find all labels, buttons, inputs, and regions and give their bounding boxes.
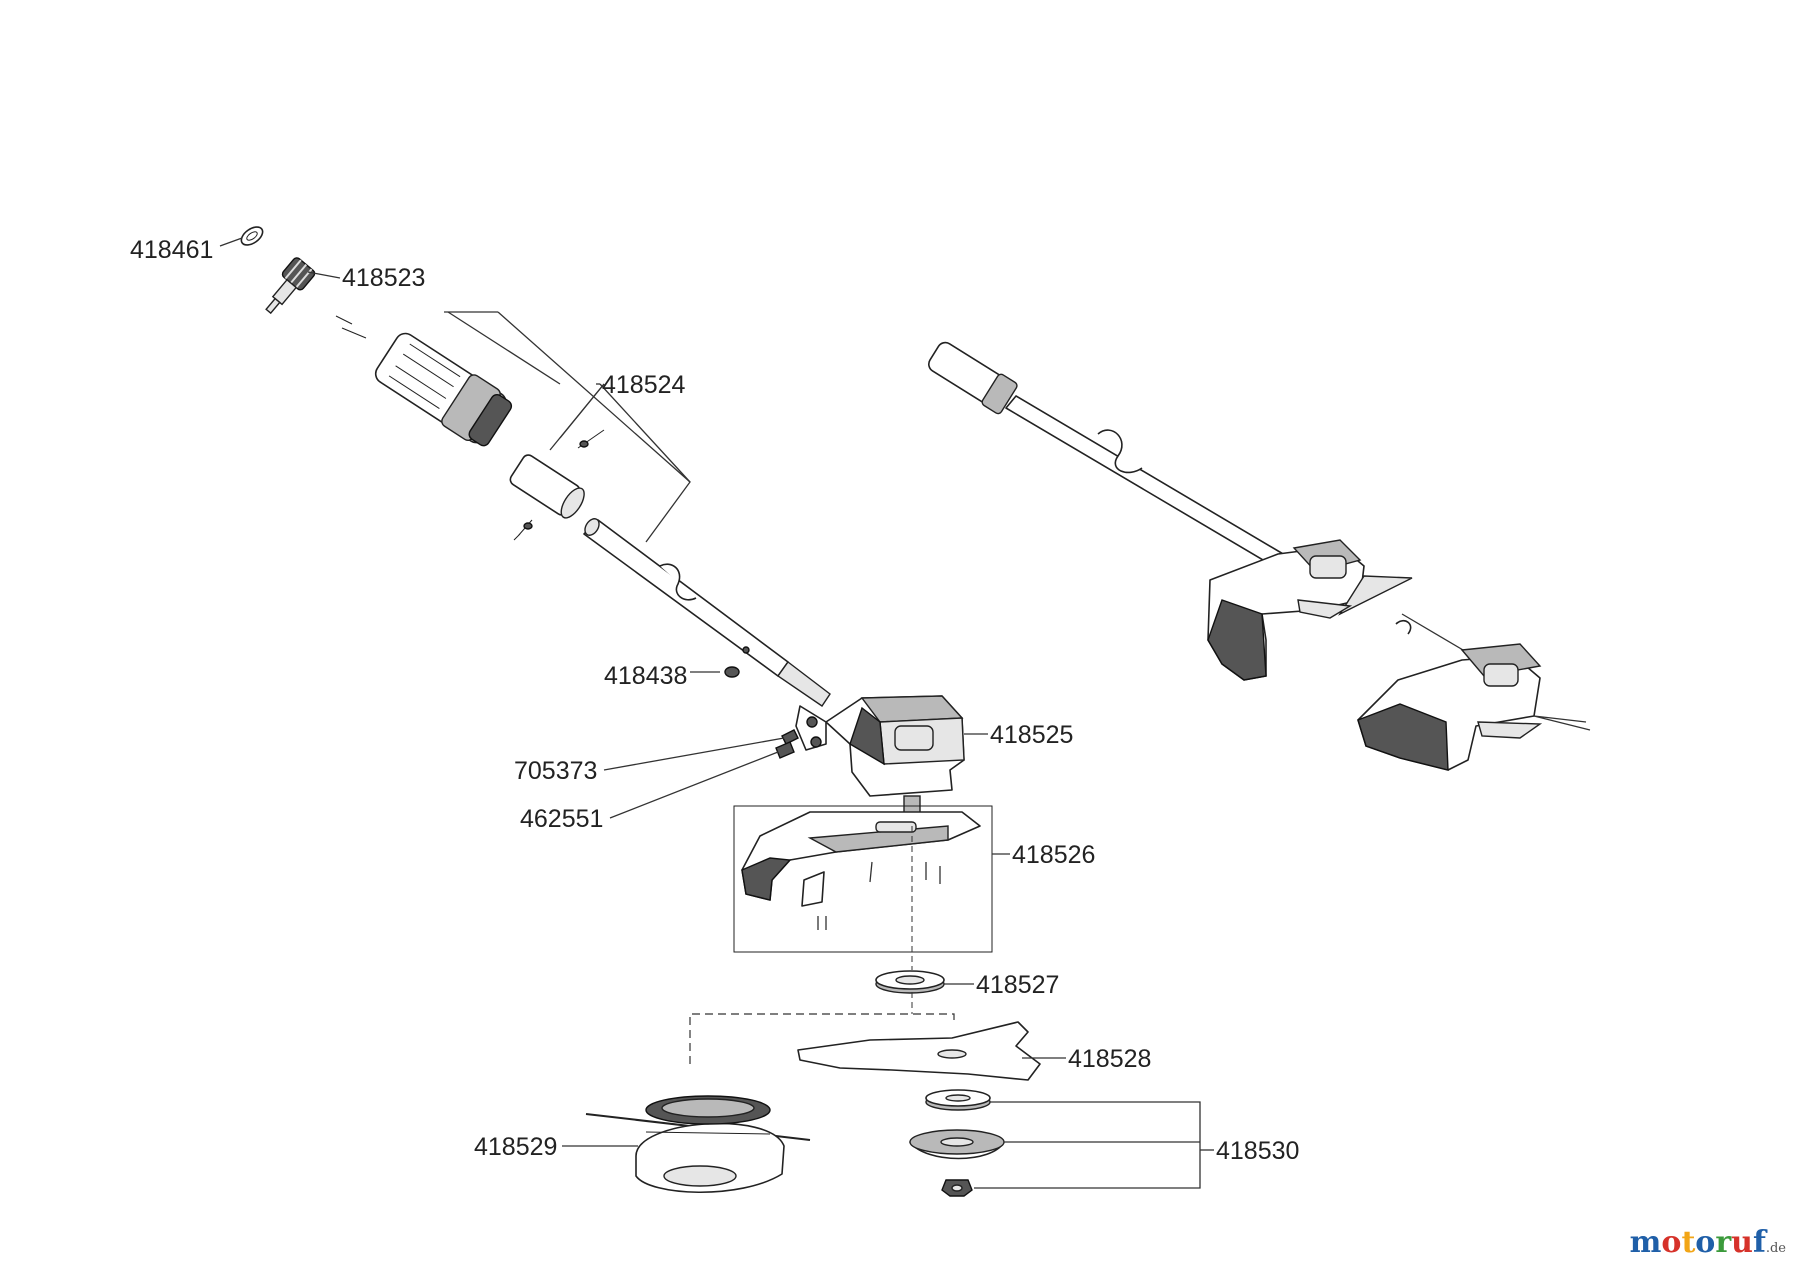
motor-head — [795, 695, 965, 827]
handle-knob — [265, 257, 367, 339]
part-number-418526: 418526 — [1012, 841, 1095, 869]
assembled-spool-head-view — [1357, 613, 1591, 771]
part-number-418461: 418461 — [130, 236, 213, 264]
part-number-418528: 418528 — [1068, 1045, 1151, 1073]
logo-letter: o — [1661, 1225, 1682, 1260]
part-number-418438: 418438 — [604, 662, 687, 690]
nut-462551 — [775, 741, 795, 759]
logo-letter: t — [1681, 1225, 1696, 1260]
shaft-tube — [583, 518, 831, 707]
motoruf-watermark-logo: motoruf.de — [1630, 1225, 1786, 1260]
flange-washer — [875, 970, 945, 994]
logo-letter: o — [1695, 1225, 1716, 1260]
line-spool — [585, 1095, 811, 1194]
screw-418438 — [724, 666, 740, 678]
leader-lines — [219, 237, 1214, 1189]
guard — [741, 811, 981, 930]
logo-letter: r — [1715, 1225, 1732, 1260]
logo-tld: .de — [1765, 1241, 1786, 1256]
cutting-blade — [797, 1021, 1041, 1081]
part-number-462551: 462551 — [520, 805, 603, 833]
logo-letter: u — [1731, 1225, 1753, 1260]
part-number-418530: 418530 — [1216, 1137, 1299, 1165]
guard-box — [733, 805, 993, 953]
part-number-418527: 418527 — [976, 971, 1059, 999]
bolt-705373 — [781, 729, 799, 745]
logo-letter: f — [1752, 1225, 1766, 1260]
assembled-trimmer-view — [928, 341, 1413, 681]
logo-letter: m — [1629, 1225, 1662, 1260]
part-number-705373: 705373 — [514, 757, 597, 785]
part-number-418524: 418524 — [602, 371, 686, 399]
part-number-418529: 418529 — [474, 1133, 557, 1161]
flange-assembly — [909, 1089, 1005, 1197]
part-number-418523: 418523 — [342, 264, 425, 292]
grip-sleeve — [374, 332, 513, 447]
retaining-washer — [240, 226, 264, 246]
inner-tube — [509, 429, 605, 541]
part-number-418525: 418525 — [990, 721, 1073, 749]
